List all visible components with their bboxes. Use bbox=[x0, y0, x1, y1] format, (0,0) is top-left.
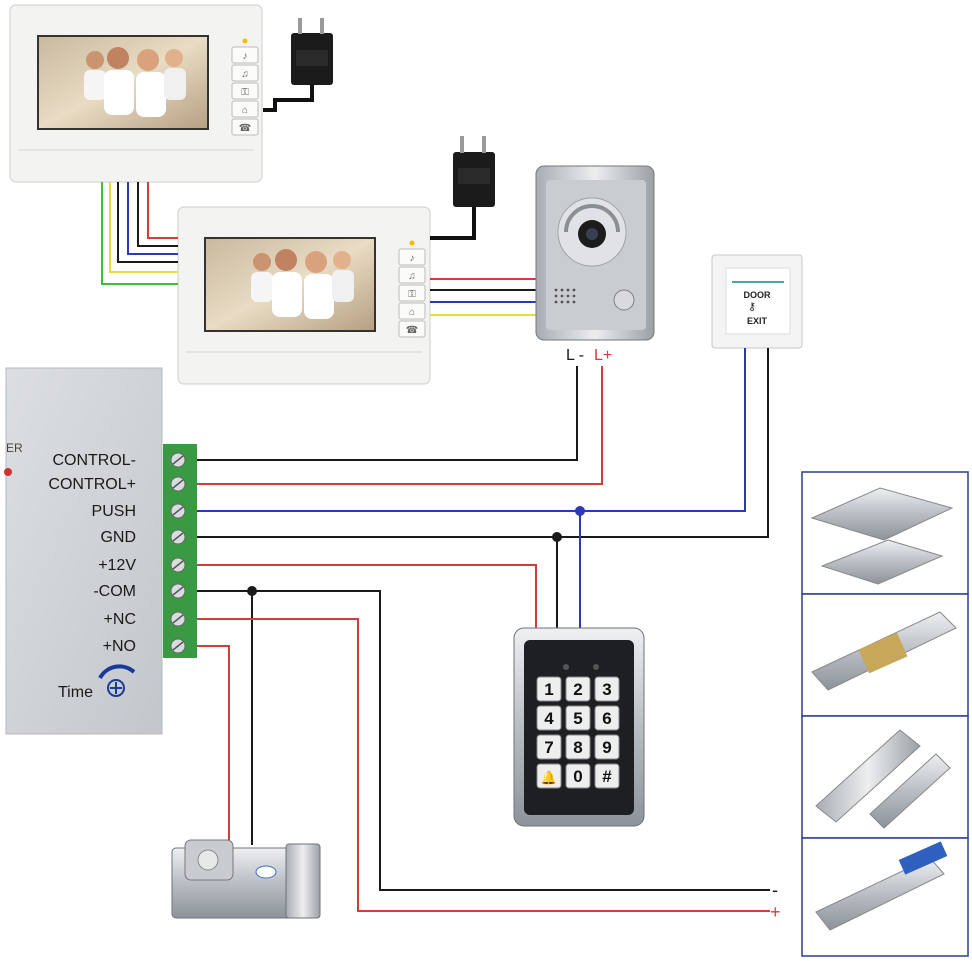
terminal-label: +12V bbox=[98, 557, 136, 574]
terminal-screw-slot bbox=[172, 560, 184, 570]
indoor-monitor-2: ♪ ♫ ⚿ ⌂ ☎ bbox=[177, 206, 431, 385]
electric-rim-lock bbox=[171, 839, 321, 919]
keypad-key-label: 0 bbox=[573, 767, 582, 786]
svg-text:♪: ♪ bbox=[243, 51, 248, 62]
keypad-key[interactable] bbox=[536, 763, 562, 789]
terminal-screw-slot bbox=[172, 586, 184, 596]
power-adapter-2 bbox=[430, 136, 495, 240]
indoor-monitor-1: ♪ ♫ ⚿ ⌂ ☎ bbox=[9, 4, 263, 183]
keypad-key[interactable] bbox=[565, 676, 591, 702]
terminal-screw-slot bbox=[172, 455, 184, 465]
terminal-label: CONTROL- bbox=[52, 452, 136, 469]
keypad-key[interactable] bbox=[594, 763, 620, 789]
output-minus-label: - bbox=[772, 880, 778, 900]
monitor-link-wires bbox=[101, 182, 178, 285]
terminal-label: +NC bbox=[104, 611, 136, 628]
music-icon[interactable] bbox=[231, 64, 259, 82]
keypad-key[interactable] bbox=[565, 763, 591, 789]
key-icon: ⚷ bbox=[748, 301, 756, 313]
terminal-label: GND bbox=[100, 529, 136, 546]
controller-wiring bbox=[197, 348, 770, 912]
phone-icon[interactable] bbox=[398, 320, 426, 338]
keypad-key-label: 6 bbox=[602, 709, 611, 728]
keypad-key-label: 1 bbox=[544, 680, 553, 699]
speaker-grille-icon bbox=[554, 288, 576, 304]
keypad-key[interactable] bbox=[536, 676, 562, 702]
svg-text:☎: ☎ bbox=[406, 325, 418, 336]
terminal-label: -COM bbox=[93, 583, 136, 600]
junction-dot bbox=[247, 586, 257, 596]
house-icon[interactable] bbox=[231, 100, 259, 118]
output-plus-label: + bbox=[770, 902, 781, 922]
music-icon[interactable] bbox=[398, 266, 426, 284]
keypad-key[interactable] bbox=[594, 734, 620, 760]
terminal-label: +NO bbox=[103, 638, 136, 655]
monitor-2-buttons: ♪ ♫ ⚿ ⌂ ☎ bbox=[398, 240, 426, 338]
terminal-screw-slot bbox=[172, 641, 184, 651]
keypad-key-label: 4 bbox=[544, 709, 554, 728]
keypad-key-label: 5 bbox=[573, 709, 582, 728]
power-adapter-1 bbox=[263, 18, 333, 112]
access-power-controller: ER bbox=[4, 367, 197, 735]
camera-link-wires bbox=[430, 278, 538, 316]
phone-icon[interactable] bbox=[231, 118, 259, 136]
svg-text:♫: ♫ bbox=[241, 69, 249, 80]
svg-text:⌂: ⌂ bbox=[242, 105, 248, 116]
junction-dot bbox=[575, 506, 585, 516]
exit-button-line1: DOOR bbox=[744, 290, 772, 300]
keypad-key-label: 3 bbox=[602, 680, 611, 699]
terminal-screw-slot bbox=[172, 614, 184, 624]
controller-edge-label: ER bbox=[6, 441, 23, 455]
outdoor-camera-unit bbox=[535, 165, 655, 341]
keypad-key-label: 9 bbox=[602, 738, 611, 757]
terminal-label: CONTROL+ bbox=[48, 476, 136, 493]
bell-icon[interactable] bbox=[398, 248, 426, 266]
svg-text:⚿: ⚿ bbox=[408, 289, 416, 300]
keypad-key[interactable] bbox=[565, 705, 591, 731]
junction-dot bbox=[552, 532, 562, 542]
keypad-key[interactable] bbox=[536, 705, 562, 731]
family-photo-2 bbox=[251, 249, 354, 319]
svg-text:♪: ♪ bbox=[410, 253, 415, 264]
keypad-key-label: # bbox=[602, 767, 612, 786]
family-photo-1 bbox=[84, 47, 186, 117]
keypad-key[interactable] bbox=[565, 734, 591, 760]
lock-options-panel bbox=[801, 471, 969, 957]
bell-icon: 🔔 bbox=[541, 770, 557, 785]
house-icon[interactable] bbox=[398, 302, 426, 320]
terminal-labels: CONTROL- CONTROL+ PUSH GND +12V -COM +NC +NO bbox=[48, 452, 186, 655]
terminal-screw-slot bbox=[172, 506, 184, 516]
svg-text:☎: ☎ bbox=[239, 123, 251, 134]
terminal-screw-slot bbox=[172, 532, 184, 542]
svg-text:♫: ♫ bbox=[408, 271, 416, 282]
unlock-icon[interactable] bbox=[231, 82, 259, 100]
monitor-1-buttons: ♪ ♫ ⚿ ⌂ ☎ bbox=[231, 38, 259, 136]
exit-button-line2: EXIT bbox=[747, 316, 768, 326]
terminal-screw-slot bbox=[172, 479, 184, 489]
keypad-key-label: 8 bbox=[573, 738, 582, 757]
terminal-label: PUSH bbox=[92, 503, 136, 520]
unlock-icon[interactable] bbox=[398, 284, 426, 302]
keypad-key-label: 2 bbox=[573, 680, 582, 699]
indicator-led bbox=[242, 38, 248, 44]
keypad-key[interactable] bbox=[536, 734, 562, 760]
camera-plus-label: L+ bbox=[594, 347, 612, 364]
call-button[interactable] bbox=[613, 289, 635, 311]
exit-button[interactable]: DOOR ⚷ EXIT bbox=[711, 254, 803, 349]
svg-text:⌂: ⌂ bbox=[409, 307, 415, 318]
bell-icon[interactable] bbox=[231, 46, 259, 64]
svg-text:⚿: ⚿ bbox=[241, 87, 249, 98]
keypad-key[interactable] bbox=[594, 705, 620, 731]
keypad-key[interactable] bbox=[594, 676, 620, 702]
camera-minus-label: L - bbox=[566, 347, 584, 364]
keypad-key-label: 7 bbox=[544, 738, 553, 757]
time-label: Time bbox=[58, 684, 93, 701]
time-adjust-icon[interactable] bbox=[98, 664, 136, 697]
power-led bbox=[4, 468, 12, 476]
